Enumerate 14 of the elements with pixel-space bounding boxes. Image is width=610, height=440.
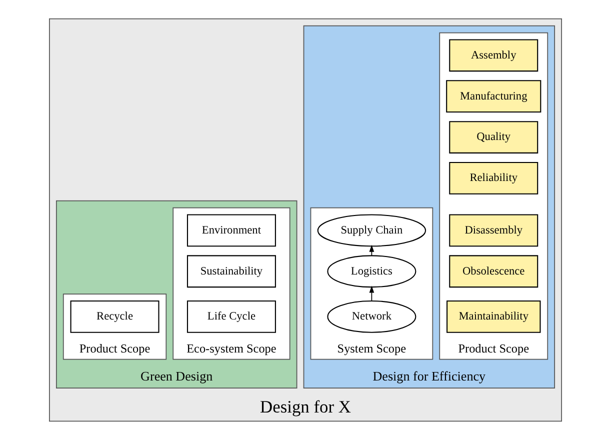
node-box: Assembly <box>448 39 538 72</box>
node-box: Obsolescence <box>448 255 538 288</box>
node-box: Recycle <box>70 300 159 333</box>
node-ellipse: Supply Chain <box>316 214 426 247</box>
node-box: Maintainability <box>446 300 540 333</box>
node-ellipse: Network <box>326 300 416 333</box>
node-box: Environment <box>186 214 276 247</box>
node-ellipse: Logistics <box>326 255 416 288</box>
node-box: Life Cycle <box>186 300 276 333</box>
node-box: Reliability <box>448 162 538 194</box>
node-box: Disassembly <box>448 214 538 247</box>
node-box: Quality <box>448 121 538 154</box>
node-box: Sustainability <box>186 255 276 288</box>
node-box: Manufacturing <box>446 80 541 113</box>
